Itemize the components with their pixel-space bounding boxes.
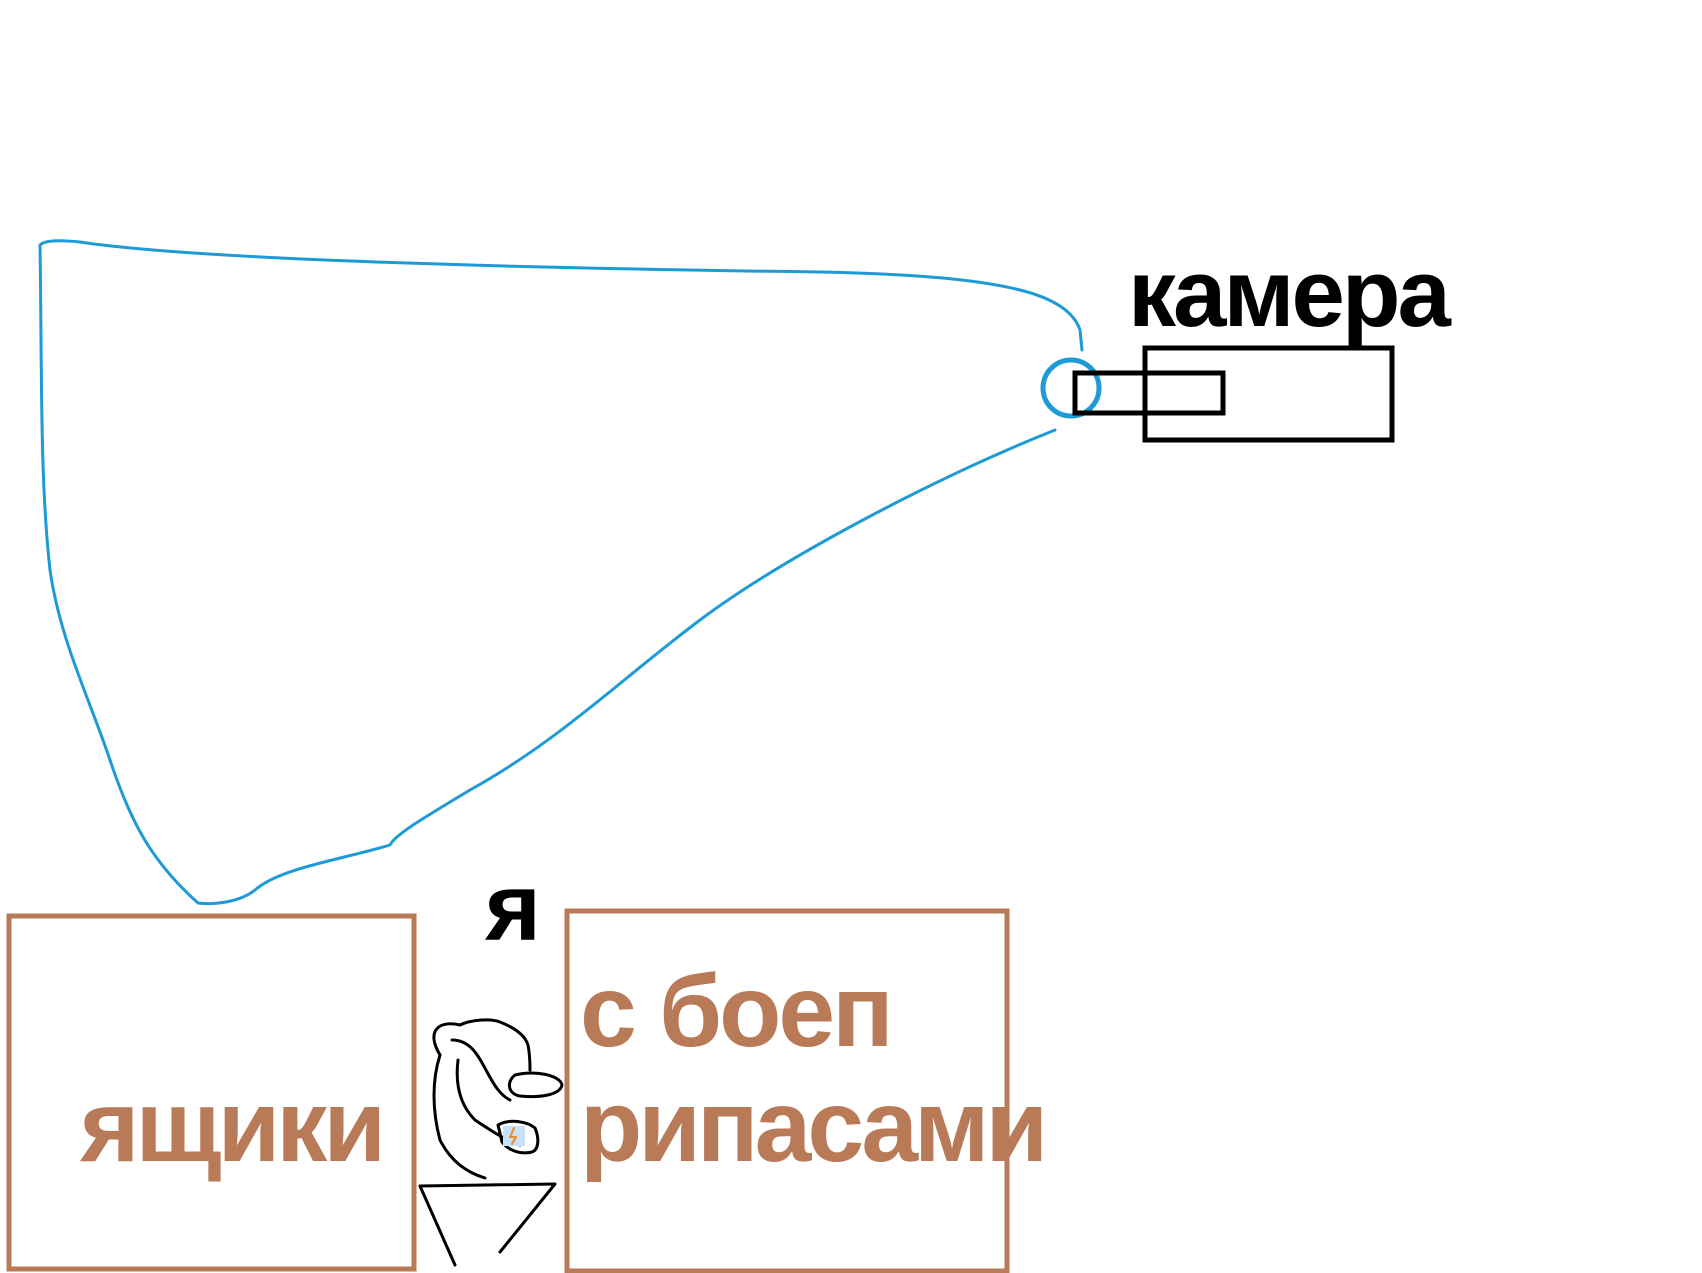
camera-icon <box>1072 345 1395 443</box>
ammo-label-line2: рипасами <box>580 1069 1048 1183</box>
crate-ammo <box>564 908 1010 1273</box>
crate-boxes <box>6 913 417 1272</box>
seated-person-icon <box>418 1018 564 1267</box>
ammo-label-line1: с боеп <box>580 954 894 1068</box>
camera-body <box>1142 345 1395 443</box>
camera-lens-icon <box>1040 357 1102 419</box>
me-label: я <box>485 854 542 961</box>
camera-view-cone <box>38 239 1084 906</box>
camera-label: камера <box>1128 240 1451 347</box>
camera-barrel <box>1072 370 1226 416</box>
spark-icon <box>509 1127 517 1145</box>
boxes-label: ящики <box>80 1069 386 1183</box>
